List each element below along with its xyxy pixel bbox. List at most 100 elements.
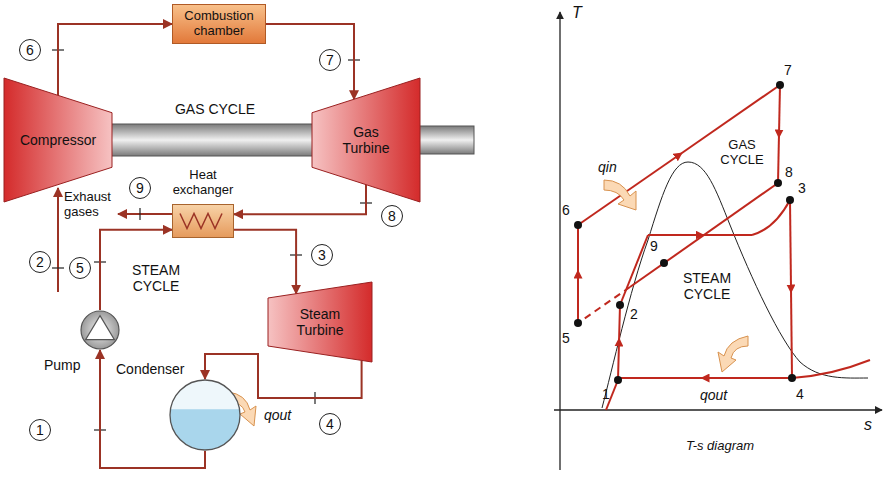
text-holder: 9	[644, 237, 664, 255]
text-holder: 6	[556, 201, 576, 219]
axis	[554, 409, 882, 410]
heat-label: qout	[700, 387, 727, 403]
text-holder: T	[572, 4, 592, 22]
heat-exchanger-shape	[172, 204, 234, 238]
state-number: 3	[798, 180, 806, 196]
text-holder: GAS CYCLE	[160, 100, 270, 118]
callout-circle: 9	[129, 177, 151, 199]
heat-label: qin	[598, 159, 617, 175]
text-holder: Pump	[44, 356, 88, 374]
node-label: Compressor	[20, 132, 96, 148]
flow-line	[234, 230, 296, 294]
text-holder: Exhaust gases	[64, 190, 116, 220]
cycle-label: STEAM CYCLE	[672, 270, 742, 302]
callout-circle: 1	[29, 419, 51, 441]
text-holder: Combustion chamber	[172, 4, 266, 44]
text-holder: Gas Turbine	[312, 78, 420, 202]
callout-circle: 8	[381, 205, 403, 227]
text-holder: 5	[556, 329, 576, 347]
text-holder: 7	[778, 61, 798, 79]
state-number: 8	[785, 164, 793, 180]
text-holder: s	[864, 416, 884, 434]
gas-cycle	[578, 85, 780, 323]
state-number: 4	[796, 386, 804, 402]
heat-arrow	[718, 336, 748, 372]
shaft	[110, 124, 314, 156]
inlet-line	[57, 188, 59, 292]
cycle-label: GAS CYCLE	[716, 138, 768, 168]
callout-number: 1	[36, 422, 44, 438]
steam-turbine: Steam Turbine	[268, 282, 372, 362]
flow-line	[234, 185, 366, 215]
saturation-dome	[602, 162, 868, 408]
callout-circle: 2	[29, 251, 51, 273]
text-holder: 8	[779, 163, 799, 181]
axis-label: T	[572, 4, 582, 22]
axis	[559, 12, 560, 470]
callout-circle: 5	[69, 257, 91, 279]
heat-exchanger: Heat exchanger	[160, 168, 246, 238]
cycle-label: STEAM CYCLE	[116, 262, 196, 294]
pump: Pump	[40, 310, 120, 380]
callout-number: 2	[36, 254, 44, 270]
node-label: Pump	[44, 357, 81, 373]
text-holder: qout	[700, 386, 740, 404]
combustion-chamber: Combustion chamber	[172, 4, 266, 44]
axis-label: s	[864, 416, 872, 434]
diagram-caption: T-s diagram	[686, 439, 754, 454]
text-holder: STEAM CYCLE	[672, 270, 742, 303]
compressor: Compressor	[4, 78, 112, 202]
heat-label: qout	[264, 407, 291, 423]
callout-circle: 6	[19, 39, 41, 61]
node-label: Steam Turbine	[288, 306, 352, 338]
state-number: 2	[630, 306, 638, 322]
flow-line	[58, 24, 172, 95]
callout-circle: 7	[319, 49, 341, 71]
state-number: 9	[650, 238, 658, 254]
heat-arrow	[604, 180, 636, 210]
note-text: Exhaust gases	[64, 190, 116, 220]
callout-number: 7	[326, 52, 334, 68]
text-holder: GAS CYCLE	[716, 138, 768, 168]
callout-number: 6	[26, 42, 34, 58]
text-holder: 2	[624, 305, 644, 323]
text-holder: STEAM CYCLE	[116, 262, 196, 295]
state-number: 5	[562, 330, 570, 346]
callout-number: 9	[136, 180, 144, 196]
text-holder: Heat exchanger	[160, 168, 246, 198]
state-number: 1	[602, 386, 610, 402]
callout-number: 4	[326, 416, 334, 432]
text-holder: Compressor	[4, 78, 112, 202]
text-holder: Condenser	[116, 360, 196, 378]
state-points	[574, 81, 796, 384]
exhaust-line	[118, 213, 172, 215]
cycle-label: GAS CYCLE	[175, 101, 255, 117]
text-holder: 1	[596, 385, 616, 403]
gas-turbine: Gas Turbine	[312, 78, 420, 202]
flow-line	[266, 24, 354, 99]
steam-cycle	[606, 200, 870, 410]
shaft	[418, 126, 474, 154]
callout-circle: 4	[319, 413, 341, 435]
text-holder: T-s diagram	[660, 436, 780, 454]
condenser-shape	[169, 379, 241, 451]
state-number: 7	[784, 62, 792, 78]
text-holder: 3	[792, 179, 812, 197]
text-holder: qin	[598, 158, 628, 176]
callout-circle: 3	[311, 244, 333, 266]
condenser: Condenser	[116, 360, 242, 452]
pump-shape	[80, 310, 120, 350]
node-label: Condenser	[116, 361, 185, 377]
callout-number: 8	[388, 208, 396, 224]
callout-number: 3	[318, 247, 326, 263]
text-holder: qout	[264, 406, 304, 424]
node-label: Combustion chamber	[179, 9, 259, 39]
text-holder: 4	[790, 385, 810, 403]
text-holder: Steam Turbine	[268, 282, 372, 362]
state-number: 6	[562, 202, 570, 218]
node-label: Gas Turbine	[334, 124, 398, 156]
callout-number: 5	[76, 260, 84, 276]
